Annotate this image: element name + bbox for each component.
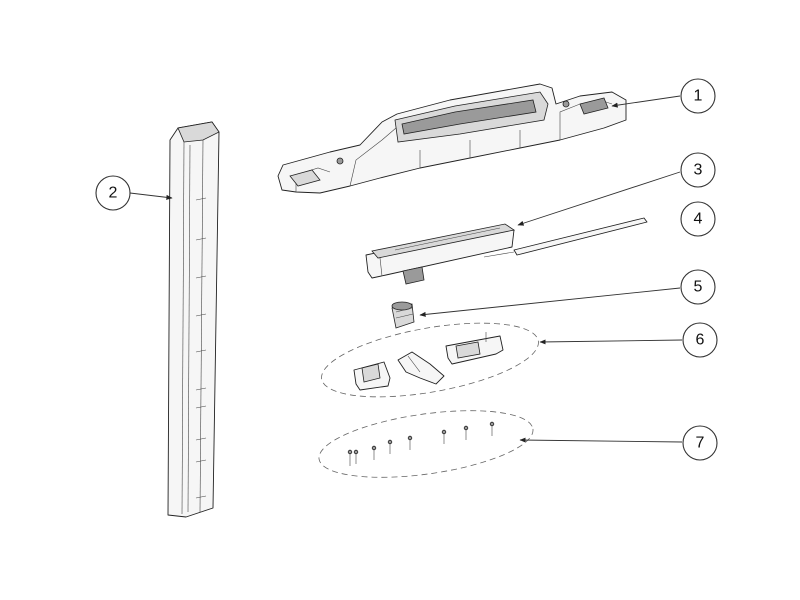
callout-2: 2 bbox=[95, 175, 131, 211]
callout-label-5: 5 bbox=[694, 279, 703, 296]
callout-7: 7 bbox=[682, 425, 718, 461]
callout-label-4: 4 bbox=[694, 211, 703, 228]
callout-label-2: 2 bbox=[109, 185, 118, 202]
callout-3: 3 bbox=[680, 152, 716, 188]
callout-label-1: 1 bbox=[694, 88, 703, 105]
part-vertical-profile bbox=[167, 121, 220, 518]
callout-1: 1 bbox=[680, 78, 716, 114]
part-rod bbox=[483, 217, 648, 258]
part-tray bbox=[365, 223, 516, 285]
part-bracket-set bbox=[321, 322, 539, 398]
callout-label-7: 7 bbox=[696, 435, 705, 452]
leader-1 bbox=[611, 95, 681, 108]
leader-5 bbox=[419, 287, 681, 317]
leader-2 bbox=[129, 192, 173, 200]
part-top-housing bbox=[277, 83, 627, 194]
leader-7 bbox=[519, 437, 683, 443]
part-screw-set bbox=[318, 410, 534, 478]
callout-5: 5 bbox=[680, 269, 716, 305]
callout-6: 6 bbox=[682, 322, 718, 358]
leader-lines bbox=[129, 95, 683, 443]
part-knob bbox=[391, 301, 415, 329]
callout-label-3: 3 bbox=[694, 162, 703, 179]
callout-label-6: 6 bbox=[696, 332, 705, 349]
callout-4: 4 bbox=[680, 201, 716, 237]
leader-6 bbox=[539, 339, 683, 345]
leader-3 bbox=[517, 171, 681, 226]
